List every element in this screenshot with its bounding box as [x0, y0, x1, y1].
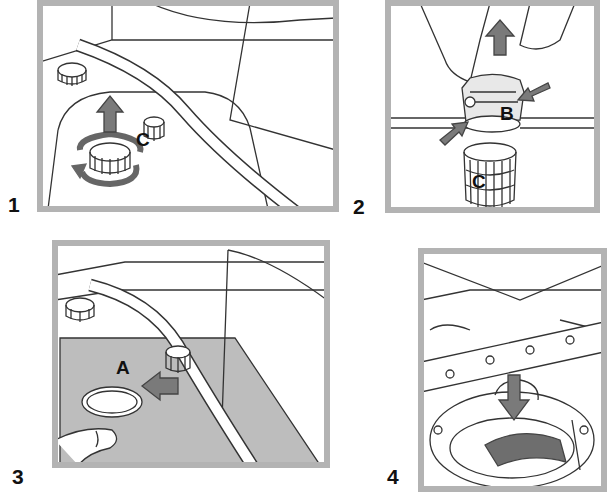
- part-letter: C: [136, 130, 150, 149]
- part-letter: B: [500, 104, 514, 123]
- panel-number: 3: [12, 466, 24, 487]
- panel-frame: [388, 3, 597, 210]
- panel-number: 4: [387, 466, 399, 487]
- panel-number: 1: [8, 194, 20, 215]
- panel-frame: [40, 3, 336, 209]
- part-letter: A: [116, 358, 130, 377]
- panel-frame: [421, 251, 604, 489]
- part-letter: C: [472, 172, 486, 191]
- panel-number: 2: [353, 196, 365, 217]
- panel-1-art: [40, 3, 336, 209]
- panel-4-art: [421, 262, 604, 488]
- panel-frame: [55, 243, 327, 465]
- panel-2-art: [388, 3, 597, 208]
- panel-3-art: [55, 250, 327, 465]
